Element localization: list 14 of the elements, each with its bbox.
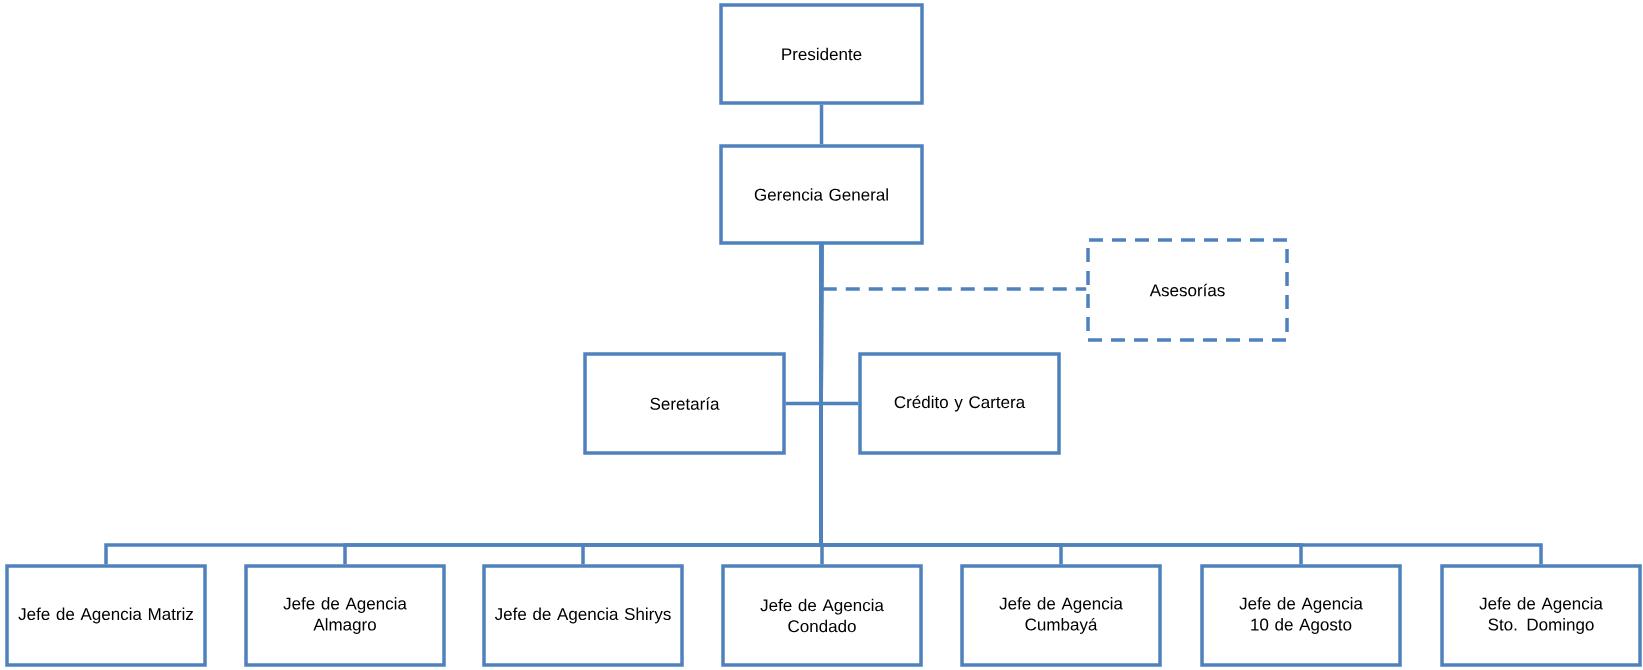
- org-box: Jefe de Agencia Matriz: [5, 564, 207, 667]
- org-box: Jefe de Agencia Almagro: [244, 564, 446, 667]
- org-box: Crédito y Cartera: [858, 352, 1061, 455]
- connector-line: [819, 104, 824, 145]
- connector-line: [819, 244, 1543, 565]
- org-box: Jefe de Agencia Condado: [721, 564, 923, 667]
- org-box: Seretaría: [583, 352, 786, 455]
- org-box: Jefe de Agencia Cumbayá: [960, 564, 1162, 667]
- org-box: Jefe de Agencia Shirys: [482, 564, 684, 667]
- org-box: Gerencia General: [719, 144, 924, 245]
- org-box: Jefe de Agencia Sto. Domingo: [1440, 564, 1642, 667]
- org-box: Presidente: [719, 3, 924, 105]
- org-box: Asesorías: [1086, 238, 1289, 342]
- org-box: Jefe de Agencia 10 de Agosto: [1200, 564, 1402, 667]
